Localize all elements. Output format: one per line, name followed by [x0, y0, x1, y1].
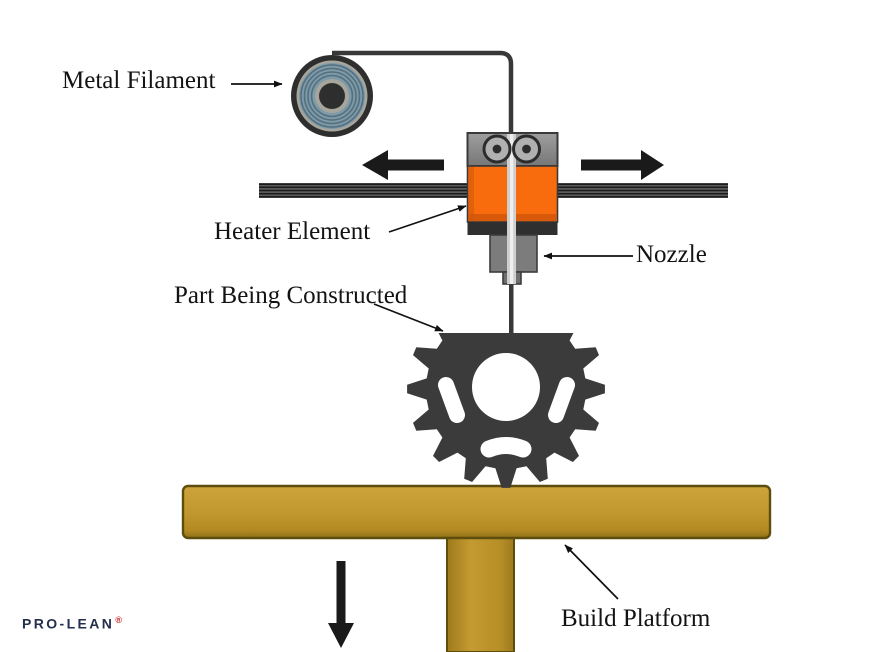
heater-block-edge — [469, 167, 474, 221]
brand-logo-text: PRO-LEAN — [22, 615, 115, 632]
motion-arrow-down-icon — [328, 561, 354, 648]
motion-arrow-left-icon — [362, 150, 444, 180]
drive-roller-left-hub — [492, 144, 502, 154]
gear-slot-bottom — [480, 437, 532, 458]
part-gear — [407, 333, 605, 488]
print-head — [466, 132, 559, 285]
gear-slot-right — [548, 377, 575, 423]
label-nozzle: Nozzle — [636, 241, 707, 268]
drive-roller-right-hub — [522, 144, 531, 154]
leader-part — [373, 303, 444, 332]
label-heater-element: Heater Element — [214, 218, 371, 245]
build-platform-slab — [181, 484, 772, 540]
leader-build-platform — [564, 544, 619, 600]
label-build-platform: Build Platform — [561, 605, 711, 632]
extruded-filament — [509, 283, 514, 336]
filament-spool — [291, 55, 373, 137]
filament-strand — [332, 50, 514, 136]
platform-column — [446, 533, 515, 652]
label-metal-filament: Metal Filament — [62, 67, 216, 94]
filament-channel-highlight — [510, 134, 514, 284]
registered-trademark-icon: ® — [115, 615, 122, 625]
gear-center-hole — [472, 353, 540, 421]
motion-arrow-right-icon — [581, 150, 664, 180]
gear-slot-left — [438, 377, 465, 423]
label-part-being-constructed: Part Being Constructed — [174, 282, 408, 309]
brand-logo: PRO-LEAN® — [22, 615, 122, 632]
leader-heater-element — [388, 205, 467, 233]
